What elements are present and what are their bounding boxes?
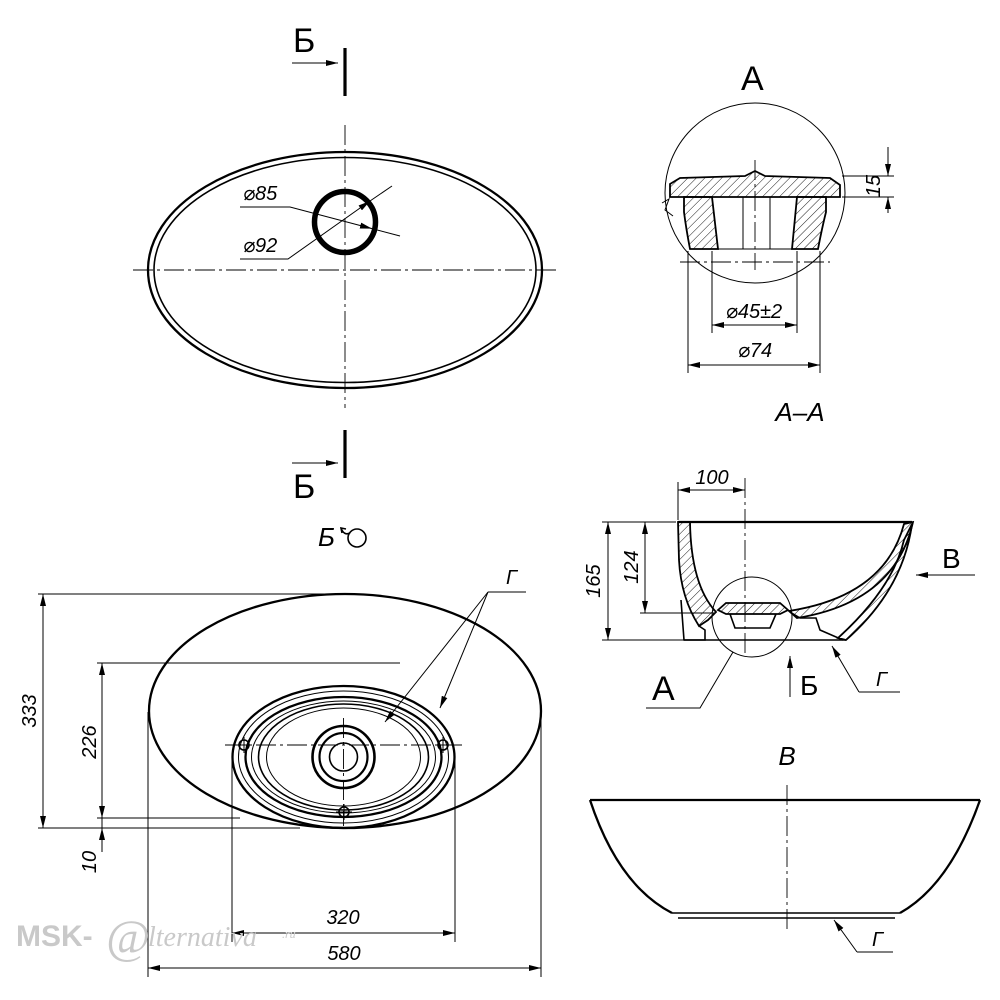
base-ellipse-1 [231,684,456,830]
detail-a-marker-circle [711,576,793,658]
base-step-right [789,611,844,641]
dim-d85-leader [240,206,373,230]
dim-d74-text: ⌀74 [738,340,772,362]
dim-d92-leader [240,200,371,260]
drain-right-wall-section [791,196,827,250]
dim-d92-text: ⌀92 [243,235,277,257]
bolt-hole-bottom [336,804,352,820]
view-v-g-arrow [833,919,858,953]
watermark-prefix: MSK- [16,920,93,953]
left-wall-section [677,521,718,628]
watermark-at: @ [106,911,150,964]
dim-124-text: 124 [621,550,643,583]
top-plan-view: ⌀85 ⌀92 Б Б [133,22,557,506]
dim-10-text: 10 [79,851,101,873]
drain-left-wall-section [683,196,720,250]
view-v-right-contour [899,799,982,915]
watermark-tld: .ru [282,927,296,941]
watermark-name: lternativa [148,922,257,953]
dim-d85-text: ⌀85 [243,183,278,205]
g-leader-arrow-1 [384,591,489,723]
dim-333-text: 333 [19,694,41,727]
dim-226-text: 226 [79,724,101,759]
bottom-view-title: Б [318,522,335,552]
bottom-outer-contour [147,592,543,830]
rotated-view-icon [339,526,367,548]
side-section-view: 100 165 124 В А Б Г [583,467,975,709]
drain-ring [311,188,379,256]
view-v-title: В [778,741,795,771]
view-v-g-label: Г [872,929,885,951]
g-leader-arrow-2 [439,591,489,709]
view-v-left-contour [588,799,673,915]
section-marker-bottom-label: Б [293,468,315,506]
detail-a-leader-label: А [652,670,675,708]
watermark-logo: MSK- @ lternativa .ru [16,911,296,964]
dim-165-text: 165 [583,563,605,597]
g-leader-arrow [831,645,860,693]
detail-a-circle [664,102,846,284]
view-v-arrow-label: В [942,543,961,574]
g-leader-label-bottom: Г [506,567,519,589]
dim-580-text: 580 [327,943,360,965]
detail-a: А 15 ⌀45±2 ⌀74 А–А [661,60,894,427]
drain-cap-side [716,602,790,615]
dim-d45-text: ⌀45±2 [726,301,782,323]
dim-d92-tail [369,185,393,202]
view-v: В Г [588,741,982,953]
bolt-hole-right [435,737,451,753]
bolt-hole-left [236,737,252,753]
detail-a-leader [646,651,734,709]
drain-body-side [729,613,777,629]
dim-320-text: 320 [326,907,359,929]
bottom-view: Б [19,522,543,977]
detail-a-title: А [741,60,764,98]
g-leader-label: Г [876,669,889,691]
view-b-arrow-label: Б [800,670,818,701]
dim-d85-tail [371,228,401,237]
dim-100-text: 100 [695,467,728,489]
section-marker-top-label: Б [293,22,315,60]
section-a-a-caption: А–А [773,397,824,427]
dim-15-text: 15 [863,174,885,197]
break-line [661,197,674,217]
